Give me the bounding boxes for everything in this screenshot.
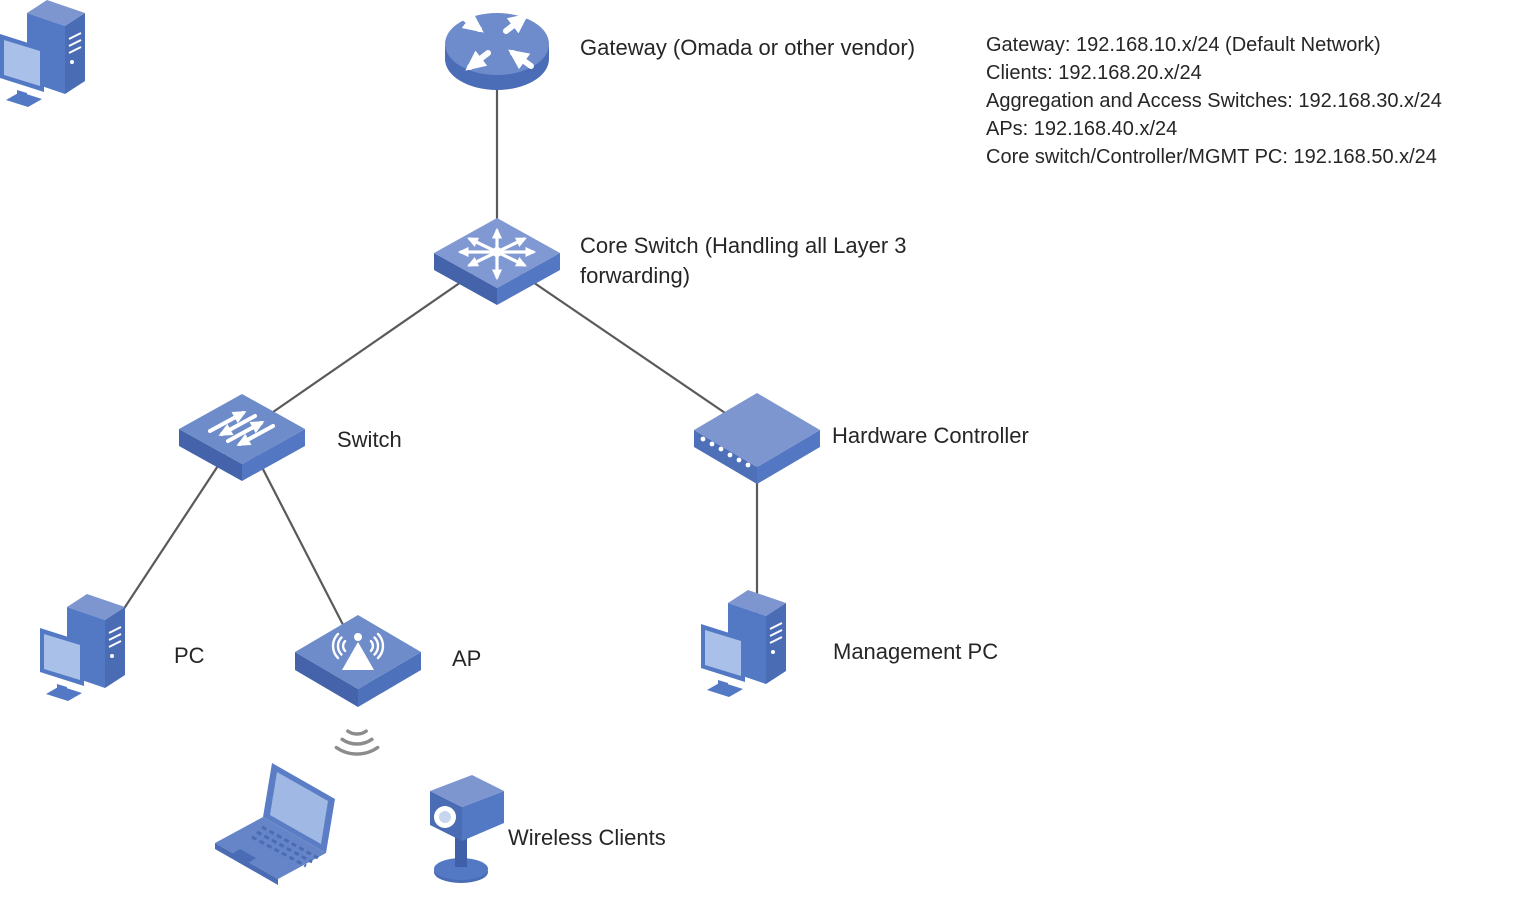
- pc-label: PC: [174, 643, 205, 668]
- ip-plan-line-gateway: Gateway: 192.168.10.x/24 (Default Networ…: [986, 34, 1381, 56]
- management-pc-label: Management PC: [833, 639, 999, 664]
- ap-label: AP: [452, 646, 482, 671]
- management-pc-icon: [700, 589, 787, 698]
- edge-lines: [99, 70, 759, 651]
- gateway-label: Gateway (Omada or other vendor): [580, 35, 916, 60]
- ip-plan-line-switches: Aggregation and Access Switches: 192.168…: [986, 90, 1442, 112]
- switch-label: Switch: [337, 427, 402, 452]
- gateway-router-icon: [445, 12, 549, 90]
- switch-icon: [179, 394, 305, 481]
- edge-switch-ap: [247, 439, 357, 651]
- wireless-signal-icon: [334, 729, 380, 756]
- hardware-controller-label: Hardware Controller: [832, 423, 1029, 448]
- pc-icon: [39, 593, 126, 702]
- laptop-icon: [215, 763, 335, 885]
- core-switch-label: Core Switch (Handling all Layer 3 forwar…: [580, 233, 907, 288]
- ip-plan-block: Gateway: 192.168.10.x/24 (Default Networ…: [986, 31, 1442, 171]
- controller-led-dots: [700, 436, 751, 468]
- wireless-clients-label: Wireless Clients: [508, 825, 666, 850]
- ip-plan-line-core: Core switch/Controller/MGMT PC: 192.168.…: [986, 146, 1437, 168]
- access-point-icon: [295, 615, 421, 707]
- ip-plan-line-aps: APs: 192.168.40.x/24: [986, 118, 1178, 140]
- edge-core-switch: [246, 261, 491, 431]
- core-switch-icon: [434, 218, 560, 305]
- edge-core-controller: [504, 262, 754, 433]
- hardware-controller-icon: [694, 393, 820, 484]
- camera-icon: [430, 775, 504, 883]
- ip-plan-line-clients: Clients: 192.168.20.x/24: [986, 62, 1202, 84]
